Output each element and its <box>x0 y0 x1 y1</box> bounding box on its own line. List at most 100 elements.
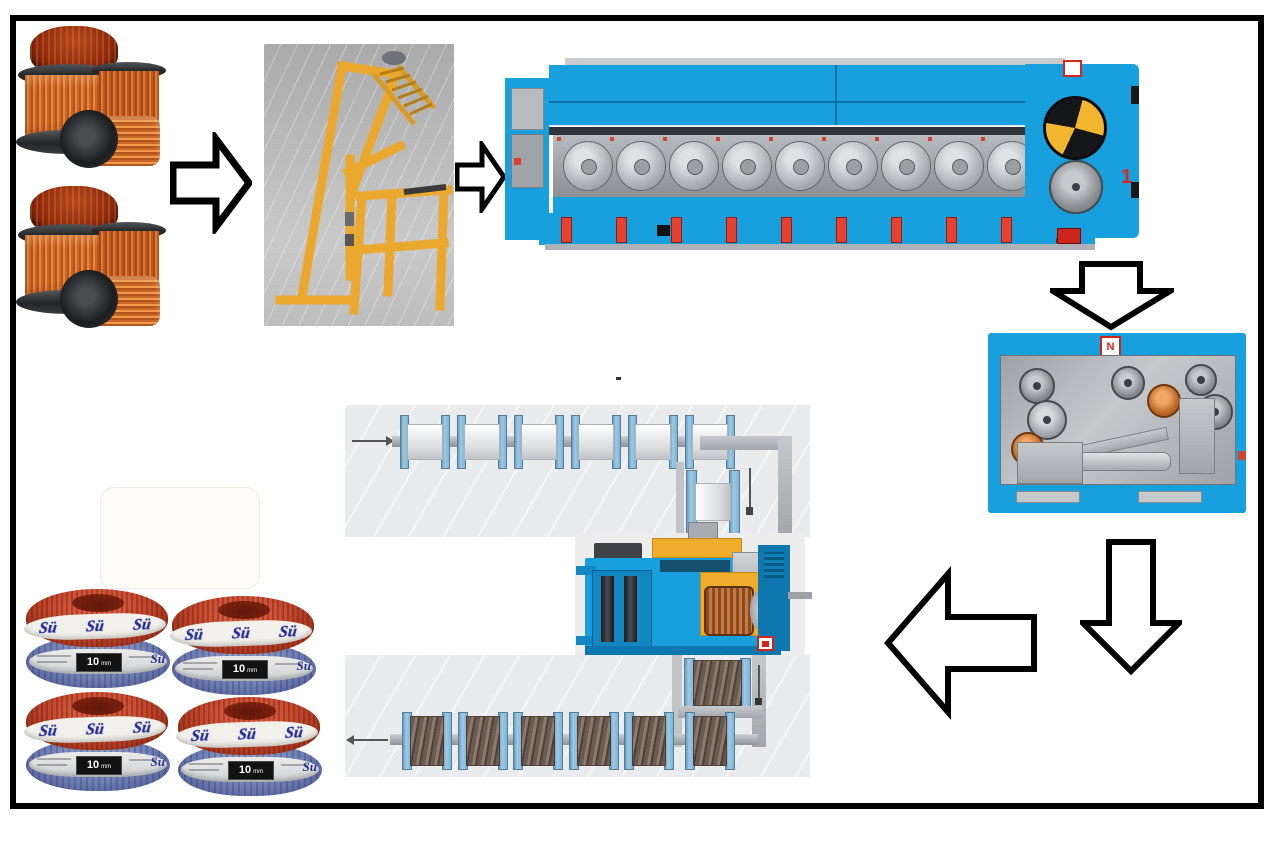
arrow-down-2-icon <box>1080 539 1182 675</box>
coil-brand-text: Sü <box>183 625 204 644</box>
capstan-icon <box>828 141 878 191</box>
bobbin-body <box>635 424 671 460</box>
vent-grille <box>764 552 784 578</box>
bobbin-body <box>464 424 500 460</box>
channel-platform <box>678 706 762 718</box>
wire-out-arrow <box>352 739 388 741</box>
head-notch <box>1131 86 1139 104</box>
guide-wheel-icon <box>1027 400 1067 440</box>
label-smudge <box>183 668 213 670</box>
label-smudge <box>37 758 71 760</box>
gray-wheel-icon <box>1049 160 1103 214</box>
yellow-beam <box>652 538 742 558</box>
coil-size-unit-label: mm <box>247 668 258 674</box>
red-handle <box>671 217 682 243</box>
capstan-dot <box>716 137 720 141</box>
faint-placeholder-box <box>100 487 260 589</box>
label-smudge <box>129 759 157 761</box>
guide-wheel-icon <box>1185 364 1217 396</box>
drop-bracket-side <box>778 436 792 536</box>
red-handle <box>891 217 902 243</box>
head-notch <box>1131 182 1139 198</box>
coil-brand-text: Sü <box>132 718 153 737</box>
panel-seam <box>835 65 837 125</box>
copper-rod-coils-bottom <box>16 184 174 342</box>
wire-out-arrowhead <box>346 735 354 745</box>
label-smudge <box>37 655 71 657</box>
payoff-stand <box>264 44 454 326</box>
coil-size-label: 10 <box>86 656 100 668</box>
machine-panel <box>511 88 544 130</box>
capstan-dot <box>928 137 932 141</box>
copper-rod-coils-top <box>16 24 174 182</box>
arrow-down-1-icon <box>1050 261 1174 331</box>
vertical-bobbin-body <box>695 483 731 521</box>
coil-brand-mark: Sü <box>296 658 311 673</box>
capstan-strip <box>553 135 1095 197</box>
roller <box>601 576 614 642</box>
machine-arm <box>576 566 596 575</box>
capstan-dot <box>663 137 667 141</box>
wire-in-arrowhead <box>386 436 394 446</box>
roller <box>624 576 637 642</box>
bobbin-body <box>407 424 443 460</box>
machine-window <box>660 560 730 572</box>
safety-label-icon <box>1063 60 1082 77</box>
annealer-cylinder <box>1077 452 1171 471</box>
label-smudge <box>183 662 217 664</box>
red-handle <box>781 217 792 243</box>
coil-center-hole <box>72 697 124 715</box>
capstan-dot <box>875 137 879 141</box>
capstan-dot <box>557 137 561 141</box>
machine-top-strip <box>565 58 1065 67</box>
red-valve <box>1057 228 1081 244</box>
arrow-right-2-icon <box>455 141 507 213</box>
coil-size-unit-label: mm <box>101 764 112 770</box>
machine-mark-label: 1 <box>1121 166 1133 188</box>
coil-brand-text: Sü <box>85 720 105 738</box>
coil-center-hole <box>218 601 270 619</box>
panel-seam <box>549 101 1095 103</box>
red-indicator <box>514 158 521 165</box>
guide-wheel-icon <box>1111 366 1145 400</box>
full-spool-body <box>576 716 611 766</box>
capstan-icon <box>722 141 772 191</box>
machine-head-unit: 1 <box>1025 60 1139 244</box>
drop-channel-wall <box>676 462 684 536</box>
base-slot <box>1016 491 1080 503</box>
capstan-icon <box>616 141 666 191</box>
coil-center-hole <box>72 594 124 612</box>
label-smudge <box>37 661 67 663</box>
machine-base <box>539 213 1095 245</box>
arrow-left-1-icon <box>884 565 1037 721</box>
coil-size-label: 10 <box>232 663 246 675</box>
label-smudge <box>275 663 303 665</box>
coil-size-unit-label: mm <box>101 661 112 667</box>
capstan-icon <box>934 141 984 191</box>
coil-brand-mark: Sü <box>302 759 317 774</box>
red-handle <box>726 217 737 243</box>
red-handle <box>946 217 957 243</box>
coil-brand-text: Sü <box>237 725 257 743</box>
drop-arrow-head <box>746 507 753 515</box>
label-smudge <box>129 656 157 658</box>
label-smudge <box>189 763 223 765</box>
coil-size-unit-label: mm <box>253 769 264 775</box>
machine-upper-housing <box>549 65 1095 125</box>
label-smudge <box>189 769 219 771</box>
red-handle <box>561 217 572 243</box>
red-indicator <box>1238 451 1246 460</box>
full-spool-body <box>410 716 444 766</box>
copper-spool-icon <box>1147 384 1181 418</box>
full-spool-body <box>632 716 666 766</box>
channel-wall <box>672 655 682 747</box>
annealer-machine: N <box>988 333 1246 513</box>
coil-brand-text: Sü <box>284 723 305 742</box>
